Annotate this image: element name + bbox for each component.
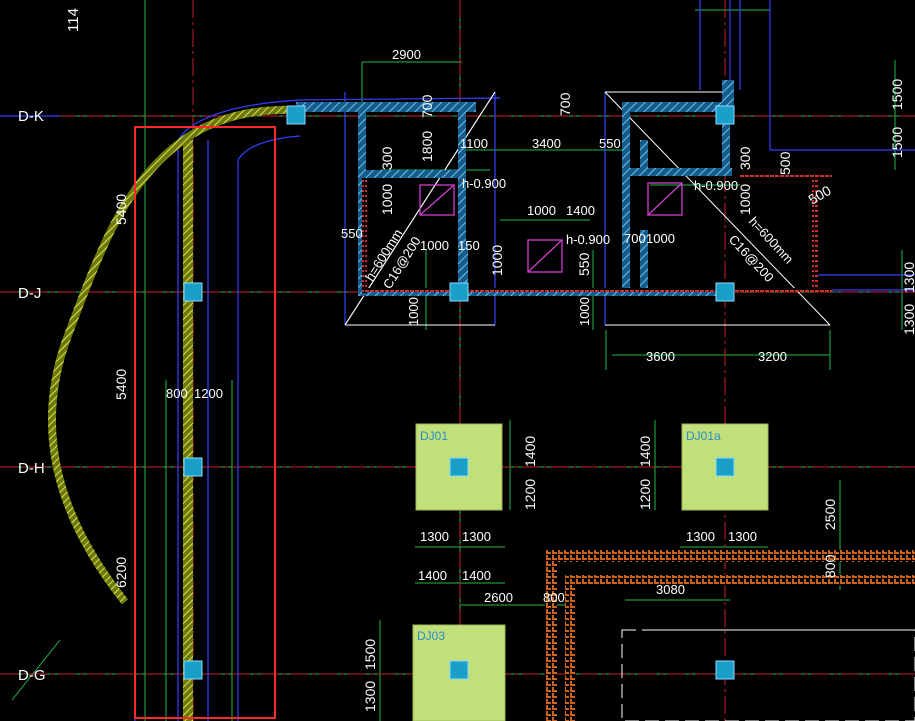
footing-dj01a [681, 423, 769, 511]
top-number: 114 [65, 8, 82, 32]
dim-1300: 1300 [901, 304, 915, 335]
dim-5400: 5400 [113, 194, 129, 225]
dim-1000: 1000 [406, 297, 421, 326]
dim-1300: 1300 [686, 529, 715, 544]
dim-1000: 1000 [577, 297, 592, 326]
dim-3600: 3600 [646, 349, 675, 364]
dim-1400: 1400 [462, 568, 491, 583]
curved-wall [48, 105, 296, 605]
dim-1400: 1400 [522, 436, 538, 467]
dim-1400: 1400 [566, 203, 595, 218]
dim-6200: 6200 [113, 557, 129, 588]
dim-1000: 1000 [737, 184, 753, 215]
dim-800: 800 [166, 386, 188, 401]
red-walls [362, 172, 832, 293]
straight-wall [183, 140, 193, 721]
axis-label-dk: D-K [18, 108, 44, 125]
column [286, 105, 306, 125]
column [449, 660, 469, 680]
dim-1100: 1100 [460, 136, 488, 151]
dim-300: 300 [737, 146, 753, 170]
dim-1500: 1500 [889, 79, 905, 110]
dim-2600: 2600 [484, 590, 513, 605]
brick-walls [545, 550, 915, 721]
dim-1800: 1800 [419, 131, 435, 162]
dim-2900: 2900 [392, 47, 421, 62]
column [715, 457, 735, 477]
elevation-label: h-0.900 [462, 176, 506, 191]
dim-1500: 1500 [362, 639, 378, 670]
dim-1300: 1300 [362, 681, 378, 712]
column [715, 105, 735, 125]
dim-1000: 1000 [420, 238, 449, 253]
dim-700: 700 [624, 231, 646, 246]
dim-1300: 1300 [901, 262, 915, 293]
dim-1000: 1000 [646, 231, 675, 246]
dim-500: 500 [806, 182, 834, 208]
dim-1300: 1300 [728, 529, 757, 544]
column [715, 282, 735, 302]
axis-label-dh: D-H [18, 460, 45, 477]
axis-label-dg: D-G [18, 667, 46, 684]
column [183, 457, 203, 477]
dim-150: 150 [458, 238, 480, 253]
dim-1300: 1300 [420, 529, 449, 544]
axis-labels: D-K D-J D-H D-G [18, 108, 46, 684]
dim-1200: 1200 [522, 479, 538, 510]
dim-1500: 1500 [889, 127, 905, 158]
column [449, 282, 469, 302]
dim-700: 700 [419, 94, 435, 118]
dim-800: 800 [543, 590, 565, 605]
selection-box[interactable] [134, 126, 276, 719]
dim-1300: 1300 [462, 529, 491, 544]
dim-550: 550 [341, 226, 363, 241]
dim-1400: 1400 [418, 568, 447, 583]
dim-550: 550 [576, 252, 592, 276]
dim-1000: 1000 [489, 245, 505, 276]
footings [412, 423, 769, 721]
dim-300: 300 [379, 146, 395, 170]
column [449, 457, 469, 477]
column [183, 282, 203, 302]
dim-1200: 1200 [637, 479, 653, 510]
dim-3200: 3200 [758, 349, 787, 364]
dim-1000: 1000 [527, 203, 556, 218]
dim-700: 700 [557, 92, 573, 116]
footing-label-dj01a: DJ01a [686, 429, 721, 443]
pit-walls [296, 80, 734, 296]
elevation-label: h-0.900 [694, 178, 738, 193]
dim-1000: 1000 [379, 184, 395, 215]
dim-5400: 5400 [113, 369, 129, 400]
footing-label-dj03: DJ03 [417, 629, 445, 643]
dimension-texts: 2900 3400 550 1100 550 1000 150 1000 140… [166, 47, 787, 605]
axis-label-dj: D-J [18, 285, 41, 302]
dim-3400: 3400 [532, 136, 561, 151]
column [715, 660, 735, 680]
vertical-dimension-texts: 700 700 1500 1500 1300 1300 1800 300 100… [113, 79, 915, 712]
dim-550: 550 [599, 136, 621, 151]
column [183, 660, 203, 680]
dim-3080: 3080 [656, 582, 685, 597]
sump-symbols [419, 182, 683, 273]
dim-1400: 1400 [637, 436, 653, 467]
columns [183, 105, 735, 680]
dim-2500: 2500 [822, 499, 838, 530]
dim-1200: 1200 [194, 386, 223, 401]
dim-500: 500 [777, 151, 793, 175]
footing-label-dj01: DJ01 [420, 429, 448, 443]
elevation-label: h-0.900 [566, 232, 610, 247]
dim-800: 800 [822, 554, 838, 578]
